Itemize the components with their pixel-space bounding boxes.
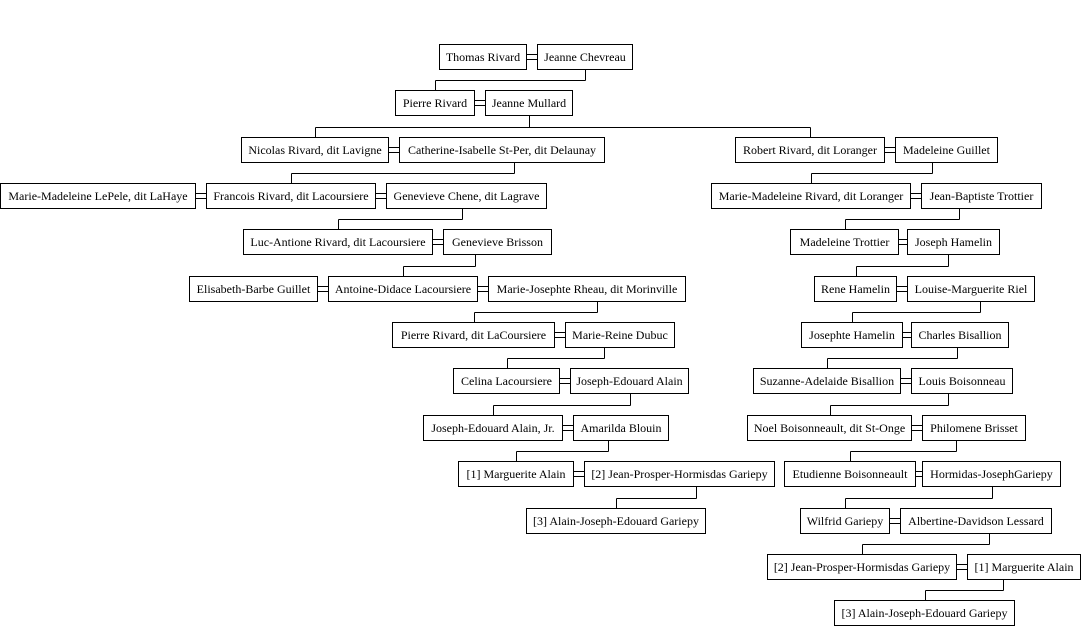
person-box-1-marguerite-alain[interactable]: [1] Marguerite Alain [458, 461, 574, 487]
person-box-pierre-rivard[interactable]: Pierre Rivard [395, 90, 475, 116]
person-box-wilfrid-gariepy[interactable]: Wilfrid Gariepy [800, 508, 890, 534]
person-box-jeanne-chevreau[interactable]: Jeanne Chevreau [537, 44, 633, 70]
person-box-celina-lacoursiere[interactable]: Celina Lacoursiere [453, 368, 560, 394]
person-box-robert-rivard-dit-loranger[interactable]: Robert Rivard, dit Loranger [735, 137, 885, 163]
person-box-nicolas-rivard-dit-lavigne[interactable]: Nicolas Rivard, dit Lavigne [241, 137, 389, 163]
person-box-2-jean-prosper-hormisdas-gariepy[interactable]: [2] Jean-Prosper-Hormisdas Gariepy [767, 554, 957, 580]
person-box-antoine-didace-lacoursiere[interactable]: Antoine-Didace Lacoursiere [328, 276, 478, 302]
person-box-jeanne-mullard[interactable]: Jeanne Mullard [485, 90, 573, 116]
person-box-jean-baptiste-trottier[interactable]: Jean-Baptiste Trottier [921, 183, 1042, 209]
person-box-rene-hamelin[interactable]: Rene Hamelin [814, 276, 897, 302]
person-box-genevieve-chene-dit-lagrave[interactable]: Genevieve Chene, dit Lagrave [386, 183, 547, 209]
person-box-noel-boisonneault-dit-st-onge[interactable]: Noel Boisonneault, dit St-Onge [747, 415, 912, 441]
person-box-amarilda-blouin[interactable]: Amarilda Blouin [573, 415, 669, 441]
person-box-3-alain-joseph-edouard-gariepy[interactable]: [3] Alain-Joseph-Edouard Gariepy [526, 508, 706, 534]
person-box-madeleine-trottier[interactable]: Madeleine Trottier [790, 229, 899, 255]
person-box-2-jean-prosper-hormisdas-gariepy[interactable]: [2] Jean-Prosper-Hormisdas Gariepy [584, 461, 775, 487]
person-box-pierre-rivard-dit-lacoursiere[interactable]: Pierre Rivard, dit LaCoursiere [392, 322, 555, 348]
person-box-madeleine-guillet[interactable]: Madeleine Guillet [895, 137, 998, 163]
person-box-joseph-edouard-alain[interactable]: Joseph-Edouard Alain [570, 368, 689, 394]
person-box-suzanne-adelaide-bisallion[interactable]: Suzanne-Adelaide Bisallion [753, 368, 901, 394]
person-box-marie-josephte-rheau-dit-morinville[interactable]: Marie-Josephte Rheau, dit Morinville [488, 276, 686, 302]
person-box-thomas-rivard[interactable]: Thomas Rivard [439, 44, 527, 70]
person-box-catherine-isabelle-st-per-dit-delaunay[interactable]: Catherine-Isabelle St-Per, dit Delaunay [399, 137, 605, 163]
person-box-elisabeth-barbe-guillet[interactable]: Elisabeth-Barbe Guillet [189, 276, 318, 302]
person-box-albertine-davidson-lessard[interactable]: Albertine-Davidson Lessard [900, 508, 1052, 534]
person-box-marie-madeleine-lepele-dit-lahaye[interactable]: Marie-Madeleine LePele, dit LaHaye [0, 183, 196, 209]
person-box-josephte-hamelin[interactable]: Josephte Hamelin [801, 322, 903, 348]
person-box-francois-rivard-dit-lacoursiere[interactable]: Francois Rivard, dit Lacoursiere [206, 183, 376, 209]
person-box-joseph-edouard-alain-jr[interactable]: Joseph-Edouard Alain, Jr. [423, 415, 563, 441]
person-box-1-marguerite-alain[interactable]: [1] Marguerite Alain [967, 554, 1081, 580]
person-box-philomene-brisset[interactable]: Philomene Brisset [922, 415, 1026, 441]
person-box-3-alain-joseph-edouard-gariepy[interactable]: [3] Alain-Joseph-Edouard Gariepy [834, 600, 1015, 626]
person-box-charles-bisallion[interactable]: Charles Bisallion [911, 322, 1009, 348]
person-box-luc-antione-rivard-dit-lacoursiere[interactable]: Luc-Antione Rivard, dit Lacoursiere [243, 229, 433, 255]
person-box-louise-marguerite-riel[interactable]: Louise-Marguerite Riel [907, 276, 1035, 302]
person-box-hormidas-josephgariepy[interactable]: Hormidas-JosephGariepy [922, 461, 1061, 487]
person-box-marie-madeleine-rivard-dit-loranger[interactable]: Marie-Madeleine Rivard, dit Loranger [711, 183, 911, 209]
person-box-genevieve-brisson[interactable]: Genevieve Brisson [443, 229, 552, 255]
person-box-marie-reine-dubuc[interactable]: Marie-Reine Dubuc [565, 322, 675, 348]
person-box-etudienne-boisonneault[interactable]: Etudienne Boisonneault [784, 461, 916, 487]
person-box-joseph-hamelin[interactable]: Joseph Hamelin [907, 229, 1000, 255]
person-box-louis-boisonneau[interactable]: Louis Boisonneau [911, 368, 1013, 394]
